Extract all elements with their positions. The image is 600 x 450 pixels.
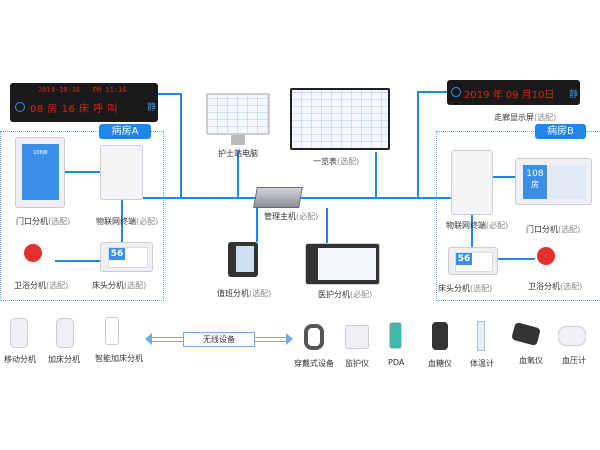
led-display-left: 2019-10-16 PM 11:16 08 房 16 床 呼 叫 静 (10, 83, 158, 122)
room-a-badge: 病房A (99, 124, 151, 139)
left-device-label: 智能加床分机 (95, 354, 143, 363)
pc-stand (231, 135, 245, 145)
right-device-label: 穿戴式设备 (294, 359, 334, 368)
mute-icon: 静 (147, 103, 157, 113)
led-display-right: 2019 年 09 月10日 静 (447, 80, 580, 105)
mute-icon: 静 (569, 90, 579, 100)
nurse-pc-label: 护士站电脑 (218, 149, 258, 158)
room-a-bath-button (24, 244, 42, 262)
room-b-badge: 病房B (535, 124, 586, 139)
medical-label: 医护分机(必配) (318, 290, 373, 299)
wireless-label: 无线设备 (183, 332, 255, 347)
overview-monitor (290, 88, 390, 150)
led-right-line-v (417, 91, 419, 198)
room-a-door-label: 门口分机(选配) (16, 217, 71, 226)
room-a-bath-label: 卫浴分机(选配) (14, 281, 69, 290)
right-device-label: 监护仪 (345, 359, 369, 368)
left-device-label: 加床分机 (48, 355, 80, 364)
glucose-meter-icon (432, 322, 448, 350)
management-host (253, 187, 303, 208)
room-b-bed-unit: 56 (448, 247, 498, 275)
right-device-label: 血糖仪 (428, 359, 452, 368)
bathA-line (55, 260, 100, 262)
room-a-bed-no: 56 (109, 248, 125, 260)
room-b-bath-label: 卫浴分机(选配) (528, 282, 583, 291)
overview-line (375, 152, 377, 198)
led-left-line-h (158, 93, 182, 95)
bedB-line (471, 215, 473, 247)
wearable-icon (304, 324, 324, 350)
right-device-label: 体温计 (470, 359, 494, 368)
led-right-line-h (417, 91, 447, 93)
room-a-door-room-no: 108房 (33, 150, 48, 156)
blood-pressure-icon (558, 326, 586, 346)
room-a-iot-terminal (100, 145, 143, 200)
left-device-label: 移动分机 (4, 355, 36, 364)
host-label: 管理主机(必配) (264, 212, 319, 221)
doorB-line (493, 176, 515, 178)
duty-phone (228, 242, 258, 277)
arrow-right-icon (286, 333, 293, 345)
room-a-boundary (0, 131, 164, 301)
room-b-door-room-unit: 房 (531, 180, 539, 189)
thermometer-icon (477, 321, 485, 351)
led-date-time: 2019-10-16 PM 11:16 (38, 86, 127, 94)
room-a-bed-label: 床头分机(选配) (92, 281, 147, 290)
pc-line (237, 150, 239, 198)
extra-bed-unit-icon (56, 318, 74, 348)
room-b-boundary (436, 131, 600, 301)
smart-extra-bed-unit-icon (105, 317, 119, 345)
duty-label: 值班分机(选配) (217, 289, 272, 298)
room-b-door-room-no: 108 (526, 169, 544, 179)
right-device-label: PDA (388, 358, 405, 367)
room-b-door-label: 门口分机(选配) (526, 225, 581, 234)
doorA-line (65, 171, 101, 173)
led-left-line-v (180, 93, 182, 198)
no-smoking-icon (15, 102, 25, 112)
room-a-door-unit: 108房 (15, 137, 65, 208)
bathB-line (498, 258, 535, 260)
room-b-iot-label: 物联网终端(必配) (446, 221, 509, 230)
room-b-bed-no: 56 (456, 253, 472, 265)
overview-label: 一览表(选配) (313, 157, 360, 166)
arrow-left-icon (145, 333, 152, 345)
room-a-iot-label: 物联网终端(必配) (96, 217, 159, 226)
room-b-iot-terminal (451, 150, 493, 215)
no-smoking-icon (451, 87, 461, 97)
bedA-line (121, 200, 123, 242)
right-device-label: 血压计 (562, 356, 586, 365)
duty-line (256, 208, 258, 242)
led-call-text: 08 房 16 床 呼 叫 (30, 104, 118, 115)
medical-line (326, 208, 328, 244)
room-b-bed-label: 床头分机(选配) (438, 284, 493, 293)
right-device-label: 血氧仪 (519, 356, 543, 365)
room-a-bed-unit: 56 (100, 242, 153, 272)
medical-terminal (305, 243, 380, 285)
pda-icon (389, 322, 402, 349)
monitor-device-icon (345, 325, 369, 349)
led-date: 2019 年 09 月10日 (464, 90, 555, 101)
room-b-bath-button (537, 247, 555, 265)
nurse-pc-monitor (206, 93, 270, 135)
oximeter-icon (511, 321, 541, 347)
led-right-label: 走廊显示屏(选配) (494, 113, 557, 122)
mobile-unit-icon (10, 318, 28, 348)
